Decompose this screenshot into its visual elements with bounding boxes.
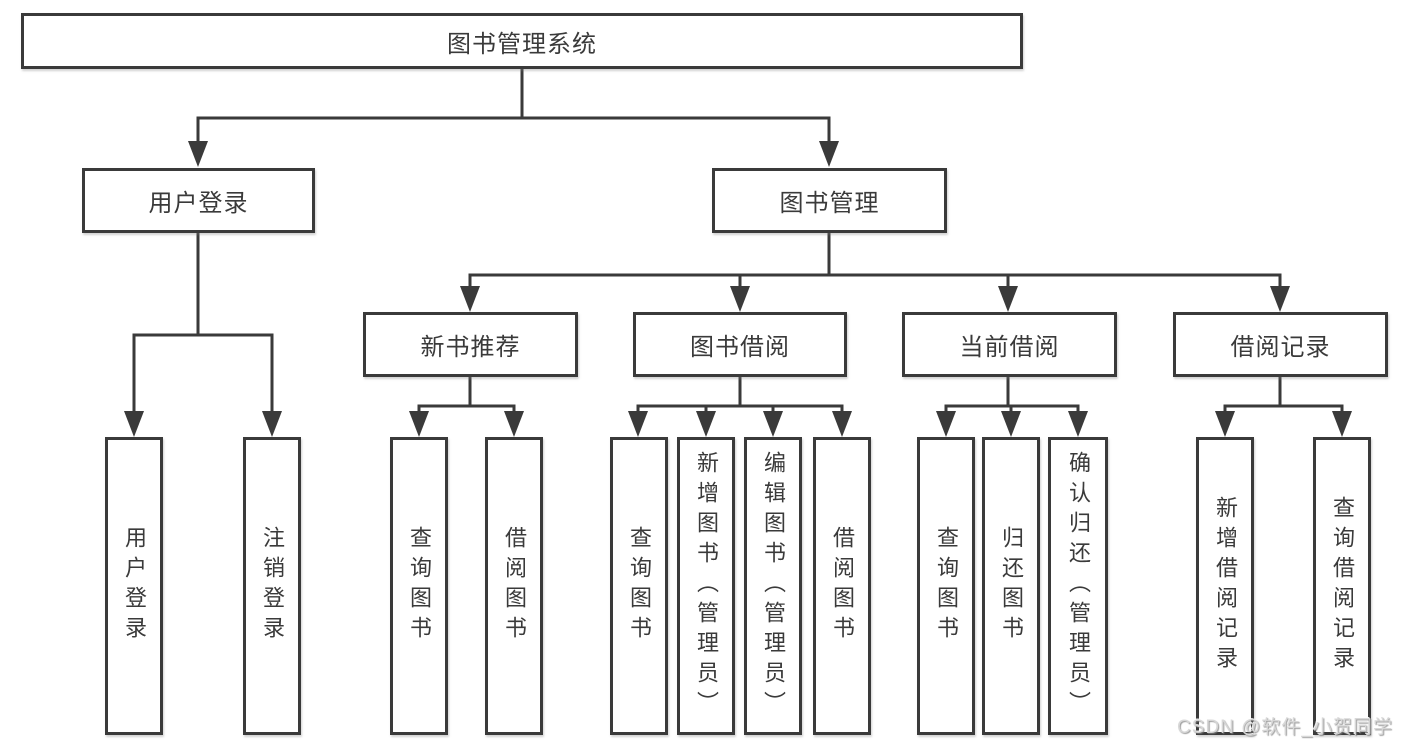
leaf-query-books-recommend: 查询图书 [390, 437, 448, 735]
node-label: 查询借阅记录 [1330, 496, 1355, 676]
arrow-down-icon [1068, 411, 1088, 437]
arrow-down-icon [763, 411, 783, 437]
leaf-confirm-return-admin: 确认归还（管理员） [1048, 437, 1108, 735]
arrow-down-icon [1001, 411, 1021, 437]
node-label: 用户登录 [148, 190, 249, 217]
node-label: 注销登录 [260, 526, 285, 646]
node-label: 确认归还（管理员） [1066, 451, 1091, 721]
arrowhead-icons [124, 141, 1352, 437]
watermark: CSDN @软件_小贺同学 [1177, 717, 1393, 738]
node-label: 新增图书（管理员） [694, 451, 719, 721]
leaf-add-book-admin: 新增图书（管理员） [677, 437, 735, 735]
node-new-book-recommend: 新书推荐 [363, 312, 578, 377]
edge-lines [132, 67, 1344, 417]
arrow-down-icon [1332, 411, 1352, 437]
leaf-borrow-books-recommend: 借阅图书 [485, 437, 543, 735]
arrow-down-icon [1215, 411, 1235, 437]
node-label: 用户登录 [122, 526, 147, 646]
arrow-down-icon [460, 286, 480, 312]
leaf-edit-book-admin: 编辑图书（管理员） [744, 437, 802, 735]
node-book-borrow: 图书借阅 [633, 312, 847, 377]
edge-book-borrow-to-leaves [636, 375, 844, 417]
leaf-borrow-books: 借阅图书 [813, 437, 871, 735]
leaf-add-borrow-record: 新增借阅记录 [1196, 437, 1254, 735]
node-label: 查询图书 [934, 526, 959, 646]
node-user-login: 用户登录 [82, 168, 315, 233]
arrow-down-icon [819, 141, 839, 167]
arrow-down-icon [998, 286, 1018, 312]
arrow-down-icon [409, 411, 429, 437]
node-label: 新增借阅记录 [1213, 496, 1238, 676]
leaf-query-borrow-record: 查询借阅记录 [1313, 437, 1371, 735]
node-label: 借阅图书 [830, 526, 855, 646]
node-label: 新书推荐 [420, 334, 521, 361]
leaf-query-books-current: 查询图书 [917, 437, 975, 735]
node-current-borrow: 当前借阅 [902, 312, 1117, 377]
node-label: 图书管理系统 [447, 30, 597, 58]
edge-current-borrow-to-leaves [944, 375, 1080, 417]
arrow-down-icon [262, 411, 282, 437]
leaf-return-book: 归还图书 [982, 437, 1040, 735]
arrow-down-icon [832, 411, 852, 437]
node-label: 编辑图书（管理员） [761, 451, 786, 721]
node-library-system: 图书管理系统 [21, 13, 1023, 69]
node-label: 图书借阅 [690, 334, 790, 361]
arrow-down-icon [628, 411, 648, 437]
node-borrow-records: 借阅记录 [1173, 312, 1388, 377]
arrow-down-icon [1270, 286, 1290, 312]
node-label: 借阅图书 [502, 526, 527, 646]
node-label: 查询图书 [407, 526, 432, 646]
arrow-down-icon [188, 141, 208, 167]
arrow-down-icon [696, 411, 716, 437]
node-label: 图书管理 [779, 190, 880, 217]
edge-root-to-level2 [196, 67, 831, 148]
node-label: 查询图书 [627, 526, 652, 646]
arrow-down-icon [936, 411, 956, 437]
leaf-user-login: 用户登录 [105, 437, 163, 735]
edge-new-book-to-leaves [417, 375, 516, 417]
node-label: 归还图书 [999, 526, 1024, 646]
edge-borrow-records-to-leaves [1223, 375, 1344, 417]
node-label: 当前借阅 [959, 334, 1060, 361]
arrow-down-icon [124, 411, 144, 437]
leaf-query-books-borrow: 查询图书 [610, 437, 668, 735]
node-label: 借阅记录 [1230, 334, 1331, 361]
node-book-management: 图书管理 [712, 168, 947, 233]
edge-user-login-to-leaves [132, 231, 274, 417]
arrow-down-icon [504, 411, 524, 437]
leaf-logout: 注销登录 [243, 437, 301, 735]
edge-book-management-to-level3 [468, 231, 1282, 292]
arrow-down-icon [730, 286, 750, 312]
